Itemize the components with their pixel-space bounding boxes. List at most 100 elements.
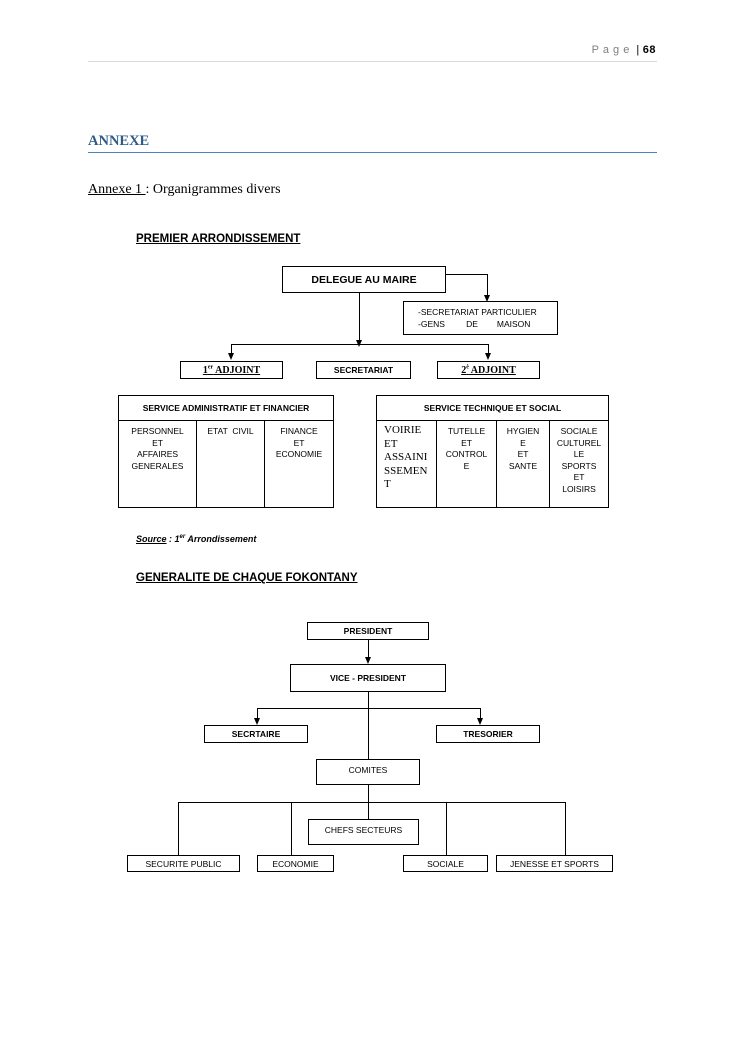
adjoint-1-text: ADJOINT	[213, 364, 261, 376]
connector	[291, 802, 292, 855]
adjoint-1-sup: er	[207, 364, 214, 371]
admin-col-etat-civil: ETAT CIVIL	[197, 420, 265, 507]
page-header: P a g e |68	[560, 44, 656, 56]
tresorier-box: TRESORIER	[436, 725, 540, 743]
tech-col-label: HYGIEN E ET SANTE	[506, 426, 540, 471]
annex-label: Annexe 1	[88, 182, 146, 197]
tech-col-label: TUTELLE ET CONTROL E	[445, 426, 488, 471]
secretariat-box: SECRETARIAT	[316, 361, 411, 379]
service-admin-table: PERSONNEL ET AFFAIRES GENERALES ETAT CIV…	[118, 420, 334, 508]
arrow-icon	[356, 340, 362, 347]
source-label: Source	[136, 534, 167, 544]
connector	[368, 640, 369, 657]
service-admin-header: SERVICE ADMINISTRATIF ET FINANCIER	[118, 395, 334, 421]
connector	[480, 708, 481, 719]
vice-president-label: VICE - PRESIDENT	[329, 673, 407, 683]
economie-box: ECONOMIE	[257, 855, 334, 872]
tech-col-voirie: VOIRIE ET ASSAINI SSEMEN T	[377, 420, 437, 507]
arrow-icon	[477, 718, 483, 725]
page-word: P a g e	[591, 44, 630, 56]
secretariat-label: SECRETARIAT	[333, 365, 394, 375]
page-number: 68	[642, 44, 656, 56]
connector	[231, 344, 232, 354]
service-admin-label: SERVICE ADMINISTRATIF ET FINANCIER	[142, 403, 310, 413]
delegue-label: DELEGUE AU MAIRE	[311, 273, 417, 286]
bottom-label: SECURITE PUBLIC	[145, 858, 222, 869]
page-separator: |	[636, 44, 640, 56]
securite-public-box: SECURITE PUBLIC	[127, 855, 240, 872]
connector	[368, 785, 369, 802]
chefs-secteurs-box: CHEFS SECTEURS	[308, 819, 419, 845]
tech-col-label: VOIRIE ET ASSAINI SSEMEN T	[384, 424, 428, 490]
connector	[178, 802, 566, 803]
tresorier-label: TRESORIER	[463, 729, 513, 739]
connector	[231, 344, 489, 345]
source-mid: : 1	[166, 534, 180, 544]
admin-col-label: ETAT CIVIL	[207, 426, 254, 436]
bottom-label: ECONOMIE	[272, 858, 319, 869]
admin-col-label: PERSONNEL ET AFFAIRES GENERALES	[131, 426, 184, 471]
connector	[359, 293, 360, 341]
sec-part-line-1: -SECRETARIAT PARTICULIER	[418, 307, 537, 317]
chefs-secteurs-label: CHEFS SECTEURS	[324, 825, 403, 835]
adjoint-1-box: 1er ADJOINT	[180, 361, 283, 379]
connector	[178, 802, 179, 855]
bottom-label: JENESSE ET SPORTS	[510, 858, 599, 869]
connector	[257, 708, 481, 709]
annex-title: : Organigrammes divers	[145, 182, 281, 197]
admin-col-label: FINANCE ET ECONOMIE	[275, 426, 323, 459]
connector	[368, 802, 369, 819]
adjoint-2-sup: è	[466, 364, 469, 371]
sec-part-line-2: -GENS DE MAISON	[418, 318, 531, 329]
admin-col-personnel: PERSONNEL ET AFFAIRES GENERALES	[119, 420, 197, 507]
service-tech-header: SERVICE TECHNIQUE ET SOCIAL	[376, 395, 609, 421]
source-sup: er	[179, 534, 186, 540]
tech-col-label: SOCIALE CULTUREL LE SPORTS ET LOISIRS	[556, 426, 602, 494]
source-note: Source : 1er Arrondissement	[136, 534, 256, 544]
chart1-title: PREMIER ARRONDISSEMENT	[136, 233, 301, 245]
tech-col-hygiene: HYGIEN E ET SANTE	[497, 420, 550, 507]
bottom-label: SOCIALE	[427, 858, 464, 869]
secretaire-label: SECRTAIRE	[231, 729, 281, 739]
connector	[446, 274, 488, 275]
connector	[257, 708, 258, 719]
admin-col-finance: FINANCE ET ECONOMIE	[265, 420, 333, 507]
adjoint-2-box: 2è ADJOINT	[437, 361, 540, 379]
arrow-icon	[485, 353, 491, 360]
comites-label: COMITES	[348, 765, 388, 775]
connector	[446, 802, 447, 855]
annex-heading: Annexe 1 : Organigrammes divers	[88, 182, 281, 198]
president-box: PRESIDENT	[307, 622, 429, 640]
vice-president-box: VICE - PRESIDENT	[290, 664, 446, 692]
chart2-title: GENERALITE DE CHAQUE FOKONTANY	[136, 572, 358, 584]
source-rest: Arrondissement	[185, 534, 257, 544]
arrow-icon	[484, 295, 490, 302]
arrow-icon	[228, 353, 234, 360]
secretariat-particulier-box: -SECRETARIAT PARTICULIER -GENS DE MAISON	[403, 301, 558, 335]
connector	[487, 274, 488, 296]
adjoint-1-label: 1er ADJOINT	[202, 364, 261, 376]
connector	[565, 802, 566, 855]
adjoint-1-num: 1	[202, 364, 208, 376]
connector	[488, 344, 489, 354]
adjoint-2-num: 2	[461, 364, 467, 376]
secretaire-box: SECRTAIRE	[204, 725, 308, 743]
adjoint-2-label: 2è ADJOINT	[461, 364, 516, 376]
comites-box: COMITES	[316, 759, 420, 785]
arrow-icon	[254, 718, 260, 725]
tech-col-tutelle: TUTELLE ET CONTROL E	[437, 420, 497, 507]
president-label: PRESIDENT	[343, 626, 393, 636]
delegue-box: DELEGUE AU MAIRE	[282, 266, 446, 293]
arrow-icon	[365, 657, 371, 664]
adjoint-2-text: ADJOINT	[468, 364, 516, 376]
service-tech-label: SERVICE TECHNIQUE ET SOCIAL	[423, 403, 562, 413]
section-title: ANNEXE	[88, 133, 150, 149]
sociale-box: SOCIALE	[403, 855, 488, 872]
tech-col-sociale: SOCIALE CULTUREL LE SPORTS ET LOISIRS	[550, 420, 608, 507]
service-tech-table: VOIRIE ET ASSAINI SSEMEN T TUTELLE ET CO…	[376, 420, 609, 508]
header-rule	[88, 61, 657, 62]
connector	[368, 692, 369, 759]
section-rule	[88, 152, 657, 153]
jenesse-sports-box: JENESSE ET SPORTS	[496, 855, 613, 872]
